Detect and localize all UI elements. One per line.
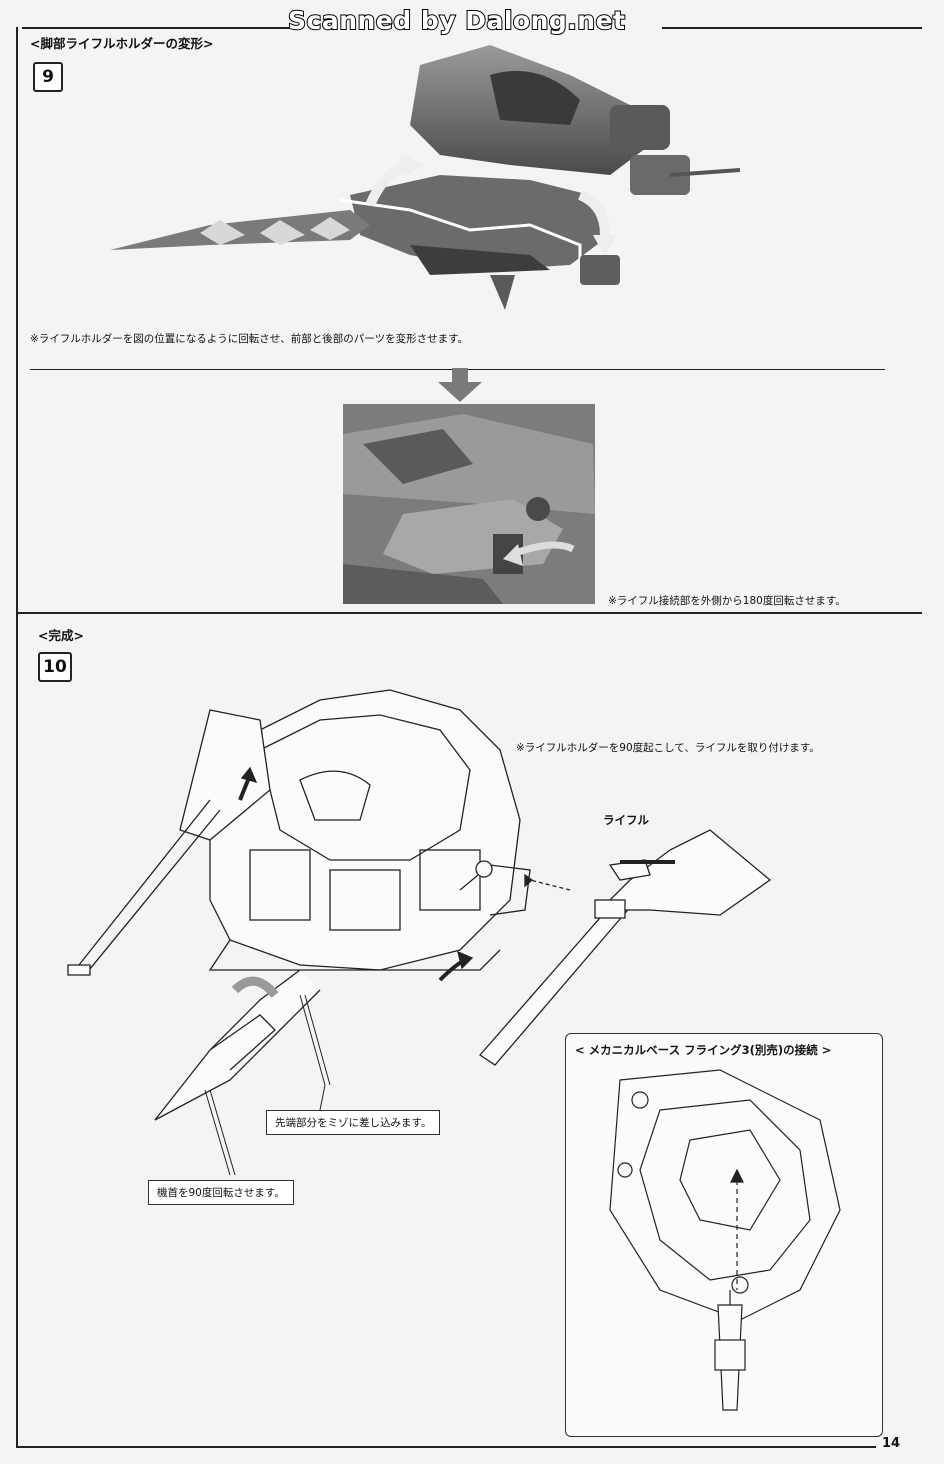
step9-top-note: ※ライフルホルダーを図の位置になるように回転させ、前部と後部のパーツを変形させま… bbox=[30, 333, 469, 345]
step10-number-box: 10 bbox=[38, 652, 72, 682]
step10-section-title: <完成> bbox=[38, 628, 84, 643]
bottom-frame-line bbox=[16, 1446, 876, 1448]
step10-rifle-note: ※ライフルホルダーを90度起こして、ライフルを取り付けます。 bbox=[516, 742, 820, 754]
page-number: 14 bbox=[882, 1436, 901, 1451]
step9-number-box: 9 bbox=[33, 62, 63, 92]
step9-section-title: <脚部ライフルホルダーの変形> bbox=[30, 36, 214, 51]
tip-insert-callout: 先端部分をミゾに差し込みます。 bbox=[266, 1110, 441, 1135]
nose-rotate-callout: 機首を90度回転させます。 bbox=[148, 1180, 294, 1205]
flying-base-inset-title: < メカニカルベース フライング3(別売)の接続 > bbox=[575, 1043, 832, 1057]
step9-bottom-note: ※ライフル接続部を外側から180度回転させます。 bbox=[608, 595, 846, 607]
section-divider bbox=[16, 612, 922, 614]
flying-base-drawing bbox=[600, 1060, 870, 1430]
rifle-drawing bbox=[470, 820, 780, 1070]
step9-detail-photo bbox=[343, 404, 595, 604]
left-frame-line bbox=[16, 27, 18, 1447]
callout-leader-lines bbox=[200, 990, 340, 1190]
down-arrow-icon bbox=[438, 368, 482, 402]
top-frame-line-right bbox=[662, 27, 922, 29]
rifle-label: ライフル bbox=[603, 813, 649, 827]
completed-mech-drawing bbox=[60, 670, 540, 1130]
top-frame-line bbox=[22, 27, 290, 29]
step9-main-photo bbox=[110, 45, 830, 315]
scanner-watermark: Scanned by Dalong.net bbox=[287, 5, 626, 36]
